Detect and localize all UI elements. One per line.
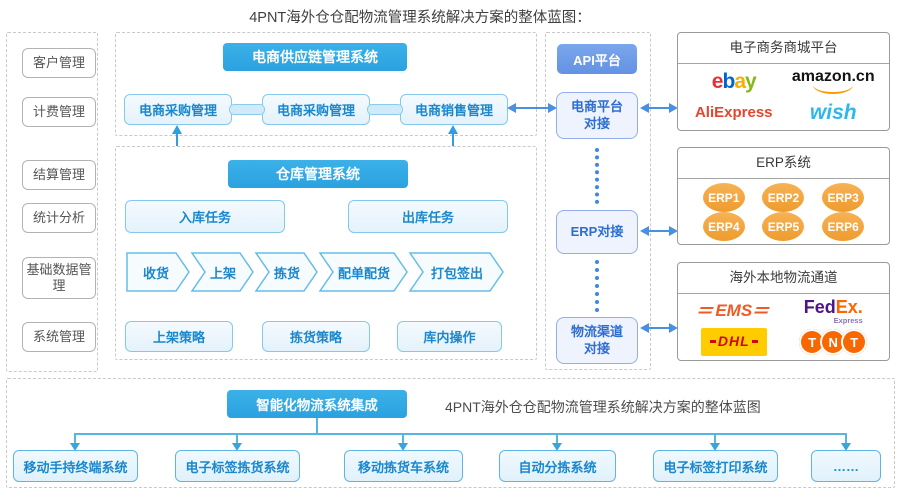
api-node-erp: ERP对接 [556,210,638,254]
amazon-swoosh-icon [813,85,854,95]
tree-horizontal-line [74,433,846,435]
dotted-connector [595,260,599,312]
chevron-shapes [126,252,504,292]
erp-header: ERP系统 [678,148,889,179]
tree-arrow-2 [232,433,242,451]
carrier-logos: EMS FedEx.Express DHL T N T [678,294,889,360]
module-ecommerce-purchase-2: 电商采购管理 [262,94,370,125]
platforms-header: 电子商务商城平台 [678,33,889,64]
tree-arrow-6 [841,433,851,451]
sidebar-item-customer: 客户管理 [22,48,96,78]
system-more-ellipsis: …… [811,450,881,482]
tree-arrow-5 [710,433,720,451]
flow-step-pack: 打包签出 [430,265,483,281]
system-label-picking: 电子标签拣货系统 [175,450,300,482]
logistics-header: 海外本地物流通道 [678,263,889,294]
double-arrow-api-erp [640,226,678,236]
dhl-logo: DHL [700,328,767,357]
sidebar-item-statistics: 统计分析 [22,203,96,233]
strategy-warehouse-ops: 库内操作 [397,321,502,352]
ebay-logo: ebay [711,69,757,93]
api-platform-header: API平台 [557,44,637,74]
supply-chain-header: 电商供应链管理系统 [223,43,407,71]
strategy-shelving: 上架策略 [125,321,233,352]
erp-badges: ERP1 ERP2 ERP3 ERP4 ERP5 ERP6 [678,179,889,244]
sidebar-panel: 客户管理 计费管理 结算管理 统计分析 基础数据管理 系统管理 [6,32,98,372]
double-arrow-api-logistics [640,323,678,333]
system-mobile-cart: 移动拣货车系统 [344,450,463,482]
module-ecommerce-purchase-1: 电商采购管理 [124,94,232,125]
page-title: 4PNT海外仓仓配物流管理系统解决方案的整体蓝图： [249,10,591,26]
system-mobile-handheld: 移动手持终端系统 [13,450,138,482]
sidebar-item-settlement: 结算管理 [22,160,96,190]
inbound-task-box: 入库任务 [125,200,285,233]
erp-badge-5: ERP5 [762,212,805,241]
tnt-logo: T N T [799,329,868,356]
ems-stripe-icon [753,306,770,316]
erp-badge-1: ERP1 [702,183,745,212]
dotted-connector [595,148,599,204]
outbound-task-box: 出库任务 [348,200,508,233]
double-arrow-api-platforms [640,103,678,113]
erp-badge-6: ERP6 [822,212,865,241]
sidebar-item-base-data: 基础数据管理 [22,257,96,299]
pipe-connector [229,104,265,115]
api-node-ecommerce: 电商平台对接 [556,92,638,139]
system-label-printing: 电子标签打印系统 [653,450,778,482]
api-node-logistics: 物流渠道对接 [556,317,638,364]
strategy-picking: 拣货策略 [262,321,370,352]
fedex-logo: FedEx.Express [803,296,863,325]
tree-arrow-4 [552,433,562,451]
aliexpress-logo: AliExpress [694,104,773,122]
ems-stripe-icon [697,306,715,316]
warehouse-header: 仓库管理系统 [228,160,408,188]
logistics-box: 海外本地物流通道 EMS FedEx.Express DHL T N T [677,262,890,361]
integration-header: 智能化物流系统集成 [227,390,407,418]
flow-step-receive: 收货 [142,265,169,281]
platform-logos: ebay amazon.cn AliExpress wish [678,64,889,130]
erp-badge-3: ERP3 [822,183,865,212]
erp-badge-4: ERP4 [702,212,745,241]
integration-caption: 4PNT海外仓仓配物流管理系统解决方案的整体蓝图 [445,399,761,415]
wish-logo: wish [809,100,857,124]
ems-logo: EMS [697,301,770,321]
flow-step-shelve: 上架 [209,265,236,281]
flow-step-pick: 拣货 [273,265,300,281]
tree-arrow-3 [398,433,408,451]
platforms-box: 电子商务商城平台 ebay amazon.cn AliExpress wish [677,32,890,131]
tree-stub-line [316,418,318,434]
sidebar-item-system: 系统管理 [22,322,96,352]
module-ecommerce-sales: 电商销售管理 [400,94,508,125]
flow-step-allocate: 配单配货 [337,265,390,281]
system-auto-sorting: 自动分拣系统 [499,450,616,482]
erp-badge-2: ERP2 [762,183,805,212]
tree-arrow-1 [70,433,80,451]
pipe-connector [367,104,403,115]
sidebar-item-billing: 计费管理 [22,97,96,127]
process-flow: 收货 上架 拣货 配单配货 打包签出 [126,252,506,292]
amazon-logo: amazon.cn [792,69,875,95]
double-arrow-sales-api [507,103,557,113]
erp-box: ERP系统 ERP1 ERP2 ERP3 ERP4 ERP5 ERP6 [677,147,890,245]
